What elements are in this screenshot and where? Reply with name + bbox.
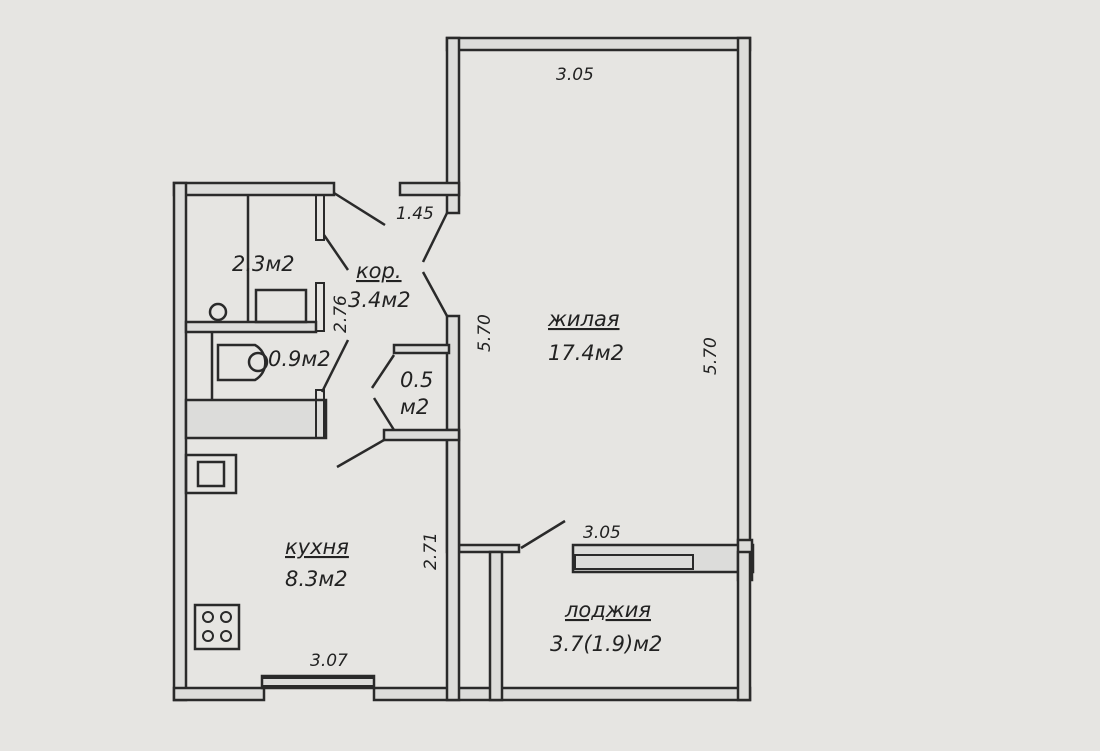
dim-living-bottom: 3.05 bbox=[583, 523, 621, 543]
kitchen-name: кухня bbox=[285, 535, 349, 559]
sink-icon bbox=[184, 453, 238, 495]
interior-fixtures bbox=[184, 194, 694, 687]
dim-kitchen-width: 3.07 bbox=[310, 651, 348, 671]
dim-living-left: 5.70 bbox=[475, 314, 495, 352]
corridor-name: кор. bbox=[356, 259, 402, 283]
closet-area-unit: м2 bbox=[400, 395, 429, 419]
kitchen-area: 8.3м2 bbox=[285, 567, 348, 591]
closet-area-value: 0.5 bbox=[400, 368, 433, 392]
living-name: жилая bbox=[547, 307, 620, 331]
loggia-name: лоджия bbox=[564, 598, 651, 622]
dimension-labels: 3.05 1.45 3.05 3.07 5.70 5.70 2.76 2.71 bbox=[310, 65, 721, 671]
dim-living-top: 3.05 bbox=[556, 65, 594, 85]
washbasin-icon bbox=[208, 302, 228, 322]
corridor-area: 3.4м2 bbox=[348, 288, 411, 312]
room-labels: кор. 3.4м2 2.3м2 0.9м2 0.5 м2 жилая 17.4… bbox=[232, 252, 662, 656]
dim-living-right: 5.70 bbox=[701, 337, 721, 375]
toilet-icon bbox=[247, 351, 269, 373]
toilet-area: 0.9м2 bbox=[268, 347, 331, 371]
door-swings bbox=[320, 191, 566, 550]
bathroom-area: 2.3м2 bbox=[232, 252, 295, 276]
dim-entrance: 1.45 bbox=[396, 204, 434, 224]
loggia-area: 3.7(1.9)м2 bbox=[550, 632, 662, 656]
stove-icon bbox=[193, 603, 241, 651]
dim-kitchen-height: 2.71 bbox=[421, 532, 441, 570]
living-area: 17.4м2 bbox=[548, 341, 624, 365]
dim-corridor-height: 2.76 bbox=[331, 295, 351, 333]
